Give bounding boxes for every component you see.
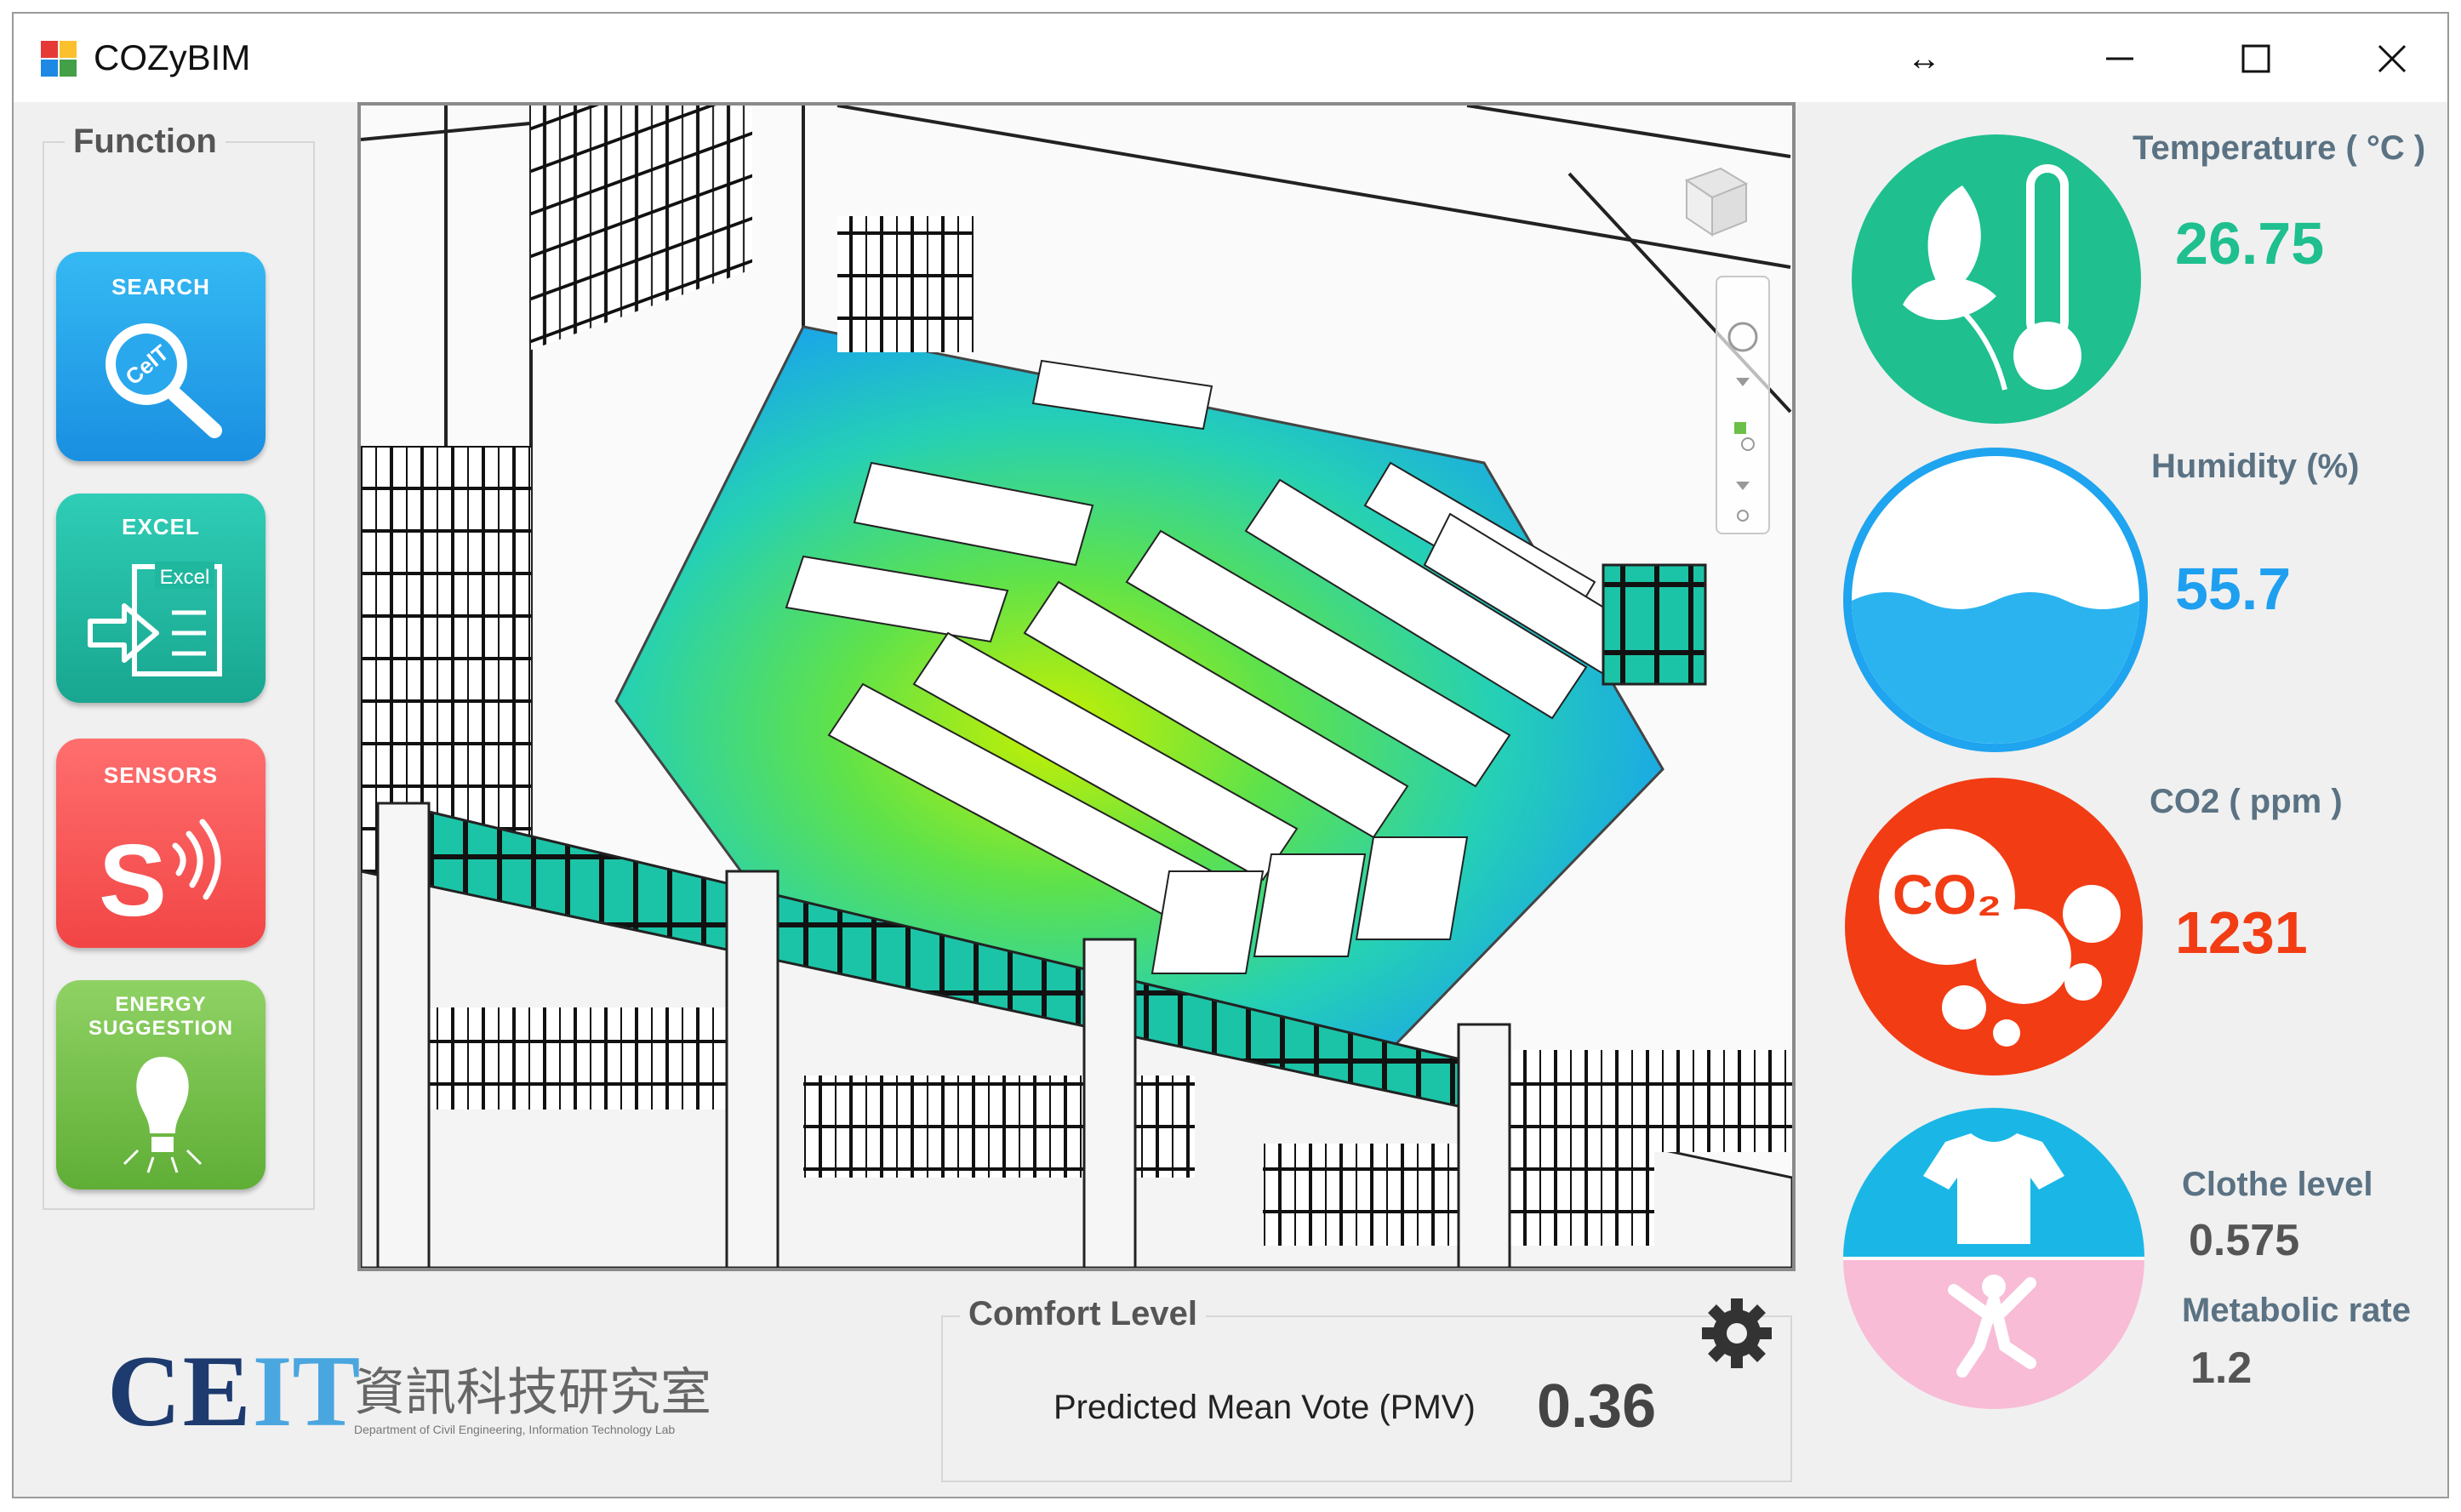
logo-chinese: 資訊科技研究室 [354, 1363, 711, 1423]
sensor-signal-icon: S [99, 819, 221, 934]
temperature-value: 26.75 [2175, 210, 2325, 277]
title-bar: COZyBIM ↔ [14, 14, 2447, 102]
clothe-label: Clothe level [2182, 1166, 2373, 1203]
excel-icon-text: Excel [160, 566, 210, 589]
co2-value: 1231 [2175, 899, 2308, 966]
function-title: Function [65, 123, 226, 161]
app-window: COZyBIM ↔ Function SEARCH CeIT EXCEL Exc… [12, 12, 2449, 1498]
bim-3d-viewport[interactable] [357, 102, 1796, 1271]
humidity-badge [1843, 448, 2148, 752]
app-icon [41, 41, 77, 77]
close-icon [2378, 44, 2407, 73]
pmv-value: 0.36 [1537, 1372, 1657, 1441]
energy-suggestion-button[interactable]: ENERGY SUGGESTION [56, 980, 266, 1190]
co2-label: CO2 ( ppm ) [2150, 783, 2343, 820]
excel-import-icon: Excel [88, 562, 222, 676]
close-button[interactable] [2354, 29, 2430, 88]
co2-badge: CO₂ [1845, 778, 2143, 1076]
function-group: Function [43, 123, 315, 1210]
clothe-metabolic-badge [1843, 1108, 2144, 1409]
excel-button[interactable]: EXCEL Excel [56, 494, 266, 703]
ceit-logo: CEIT 資訊科技研究室 Department of Civil Enginee… [107, 1332, 711, 1450]
minimize-button[interactable] [2081, 29, 2158, 88]
search-button[interactable]: SEARCH CeIT [56, 252, 266, 461]
sensors-icon-text: S [99, 824, 167, 934]
view-cube-icon[interactable] [1671, 158, 1753, 240]
lightbulb-icon [123, 1057, 203, 1173]
navigation-bar[interactable] [1716, 276, 1770, 534]
sensors-button[interactable]: SENSORS S [56, 739, 266, 948]
zoom-tools-icon [1727, 322, 1758, 522]
comfort-level-title: Comfort Level [960, 1295, 1206, 1333]
resize-icon[interactable]: ↔ [1907, 39, 1941, 77]
minimize-icon [2106, 57, 2133, 60]
logo-subtitle: Department of Civil Engineering, Informa… [354, 1423, 676, 1436]
co2-bubbles-icon: CO₂ [1879, 829, 2121, 1047]
gear-icon[interactable] [1699, 1295, 1775, 1372]
logo-ce: CE [107, 1334, 253, 1447]
pmv-label: Predicted Mean Vote (PMV) [1053, 1389, 1476, 1426]
water-wave-icon [1852, 592, 2139, 744]
maximize-icon [2241, 44, 2270, 73]
humidity-label: Humidity (%) [2151, 448, 2360, 485]
window-title: COZyBIM [94, 37, 251, 77]
humidity-value: 55.7 [2175, 556, 2292, 622]
clothe-value: 0.575 [2189, 1216, 2300, 1265]
energy-button-label-2: SUGGESTION [88, 1017, 234, 1040]
co2-icon-text: CO₂ [1893, 863, 2001, 926]
metabolic-value: 1.2 [2190, 1344, 2253, 1393]
thermometer-leaf-icon [1903, 164, 2081, 391]
magnifier-icon: CeIT [106, 323, 222, 438]
logo-it: IT [252, 1334, 361, 1447]
temperature-label: Temperature ( °C ) [2133, 129, 2426, 167]
clothe-metabolic-icon [1843, 1108, 2144, 1409]
maximize-button[interactable] [2218, 29, 2294, 88]
search-button-label: SEARCH [111, 274, 210, 300]
bim-model-view [361, 106, 1792, 1268]
excel-button-label: EXCEL [122, 514, 200, 539]
metabolic-label: Metabolic rate [2182, 1292, 2411, 1329]
comfort-level-group: Comfort Level Predicted Mean Vote (PMV) … [941, 1295, 1792, 1482]
temperature-badge [1852, 134, 2141, 424]
sensors-button-label: SENSORS [103, 762, 219, 788]
energy-button-label-1: ENERGY [115, 993, 207, 1016]
